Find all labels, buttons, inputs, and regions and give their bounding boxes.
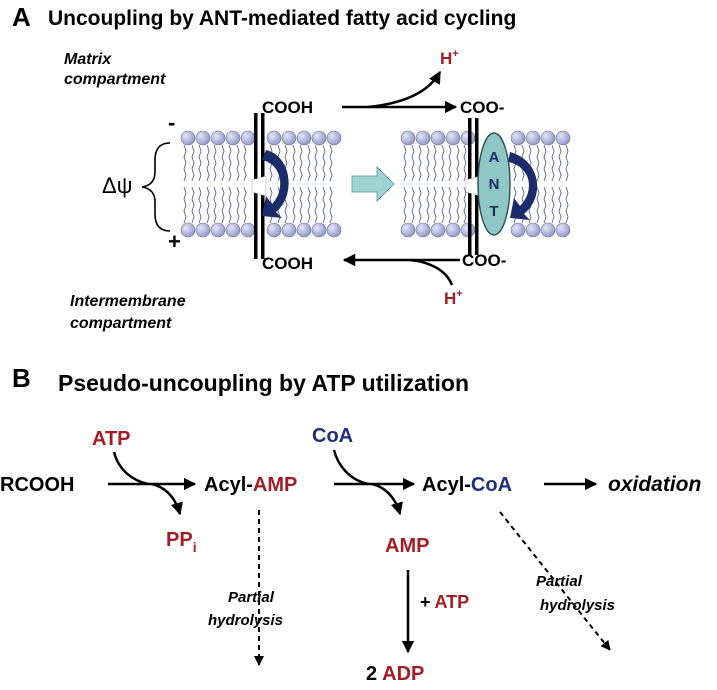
flip-flop-arrow-left [262,150,289,218]
coa-label: CoA [312,425,353,447]
delta-psi-label: Δψ [102,173,132,198]
h-plus-release-arrow [367,70,442,109]
h-plus-bottom-label: H+ [444,288,463,308]
fatty-acid-left [251,113,267,259]
rcooh-label: RCOOH [0,474,74,496]
amp-label: AMP [385,535,429,557]
left-membrane [180,130,342,238]
cooh-top-label: COOH [262,98,313,117]
partial-hydrolysis-arrow-2 [499,511,611,651]
panel-b-letter: B [12,363,31,393]
partial-hydrolysis-1-line1: Partial [228,589,275,606]
flip-flop-arrow-right [508,152,538,220]
panel-a-title: Uncoupling by ANT-mediated fatty acid cy… [48,7,516,30]
ant-letter-a: A [489,149,500,166]
acyl-coa-label: Acyl-CoA [422,474,512,496]
ant-letter-t: T [489,203,498,220]
atp-input-arrow [112,451,149,486]
partial-hydrolysis-2-line2: hydrolysis [540,597,615,614]
coo-top-label: COO- [460,98,504,117]
amp-output-arrow [371,482,403,516]
matrix-label-line2: compartment [64,71,166,88]
h-plus-top-label: H+ [440,48,459,68]
partial-hydrolysis-2-line1: Partial [536,573,583,590]
right-membrane [400,130,571,238]
transition-arrow [351,166,395,202]
ppi-label: PPi [166,529,197,555]
cooh-bottom-label: COOH [262,254,313,273]
intermembrane-label-line2: compartment [70,315,172,332]
fatty-acid-right [465,118,481,255]
intermembrane-label-line1: Intermembrane [70,293,186,310]
panel-a-letter: A [12,2,31,32]
plus-sign: + [168,229,181,254]
pp-output-arrow [151,482,183,516]
partial-hydrolysis-1-line2: hydrolysis [208,612,283,629]
plus-atp-label: +ATP [420,592,469,612]
oxidation-label: oxidation [608,473,701,496]
matrix-label-line1: Matrix [64,51,112,68]
coa-input-arrow [332,449,369,486]
panel-b-title: Pseudo-uncoupling by ATP utilization [58,370,469,396]
h-plus-uptake-arrow [409,258,454,286]
ant-letter-n: N [489,176,500,193]
minus-sign: - [168,110,175,135]
membrane-brace [141,142,171,232]
ant-transporter [477,132,511,236]
acyl-amp-label: Acyl-AMP [204,474,297,496]
coo-bottom-label: COO- [462,251,506,270]
atp-label: ATP [92,428,131,450]
